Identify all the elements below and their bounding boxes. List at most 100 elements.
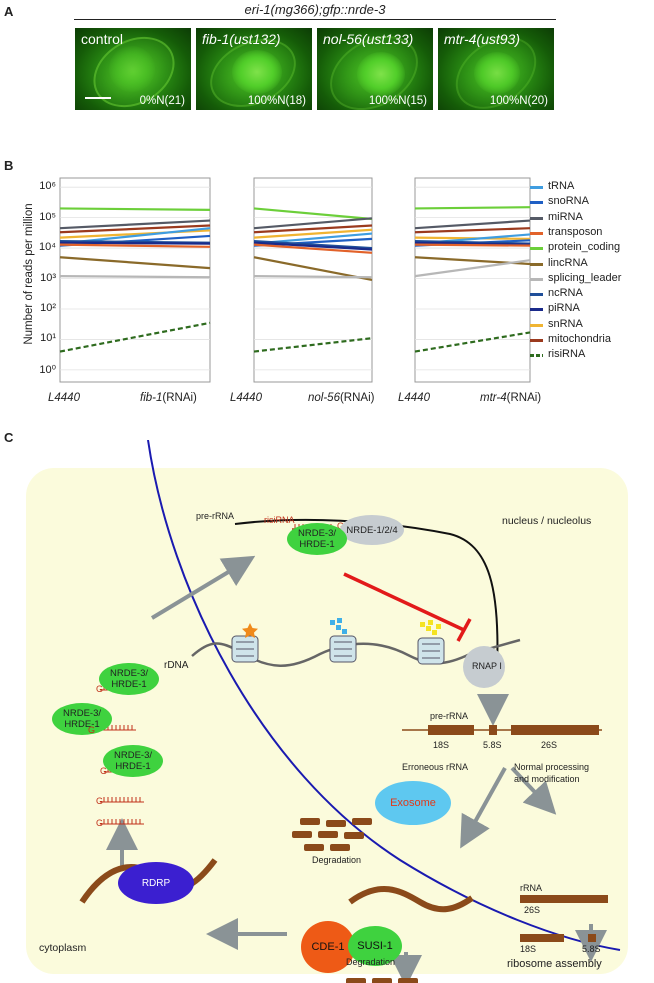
series-line-protein-coding: [59, 207, 211, 211]
micrograph-fib-1: fib-1(ust132) 100%N(18): [196, 28, 312, 110]
star-icon: [242, 623, 258, 638]
micrograph-nol-56: nol-56(ust133) 100%N(15): [317, 28, 433, 110]
mature-18s-label: 18S: [520, 944, 537, 954]
legend-label: risiRNA: [548, 348, 586, 361]
nrde-124-complex: NRDE-1/2/4: [340, 515, 404, 545]
nucleus-label: nucleus / nucleolus: [502, 515, 592, 527]
g-letter: G: [88, 725, 96, 735]
legend-label: mitochondria: [548, 333, 611, 345]
micrograph-control: control 0%N(21): [75, 28, 191, 110]
g-letter: G: [96, 796, 104, 806]
series-line-risirna: [59, 321, 211, 353]
legend-item: lincRNA: [530, 256, 588, 269]
ribosome-assembly-label: ribosome assembly: [507, 958, 602, 970]
mature-26s-label: 26S: [524, 905, 541, 915]
g-letter: G: [96, 818, 104, 828]
exosome-complex: Exosome: [375, 781, 451, 825]
plot-frame: [253, 177, 373, 383]
legend-item: transposon: [530, 225, 603, 238]
legend-item: protein_coding: [530, 241, 620, 253]
micrograph-mtr-4: mtr-4(ust93) 100%N(20): [438, 28, 554, 110]
series-line-splicing-leader: [253, 275, 373, 279]
legend-swatch: [530, 308, 543, 312]
y-tick-label: 10⁵: [39, 210, 56, 223]
series-line-mitochondria: [253, 224, 373, 234]
micrograph-stat: 100%N(18): [247, 95, 306, 107]
micrograph-stat: 0%N(21): [139, 95, 185, 107]
series-line-lincrna: [59, 256, 211, 270]
normal-processing-label-2: and modification: [514, 774, 580, 784]
series-line-transposon: [59, 243, 211, 248]
pre-rrna-bar: [402, 725, 602, 735]
series-line-risirna: [414, 331, 531, 353]
series-line-mirna: [253, 217, 373, 230]
g-letter: G: [96, 684, 104, 694]
legend-label: transposon: [548, 225, 603, 238]
x-label-left: L4440: [48, 392, 80, 404]
legend-label: tRNA: [548, 180, 575, 192]
y-tick-label: 10⁴: [39, 241, 56, 254]
micrograph-label: fib-1(ust132): [202, 31, 281, 47]
series-line-pirna: [59, 241, 211, 245]
legend-item: mitochondria: [530, 333, 611, 345]
erroneous-rrna-label: Erroneous rRNA: [402, 762, 469, 772]
nrde-3-hrde-1-a: NRDE-3/ HRDE-1: [99, 663, 159, 695]
micrograph-stat: 100%N(15): [368, 95, 427, 107]
label-26s: 26S: [541, 740, 558, 750]
legend-swatch: [530, 354, 543, 358]
label-18s: 18S: [433, 740, 450, 750]
legend-label: miRNA: [548, 210, 583, 223]
rrna-label: rRNA: [520, 883, 542, 893]
legend-label: piRNA: [548, 302, 580, 315]
scale-bar: [85, 97, 111, 99]
micrograph-label: mtr-4(ust93): [444, 31, 520, 47]
cde-1-protein: CDE-1: [301, 921, 355, 973]
blue-marks: [330, 618, 347, 634]
legend-swatch: [530, 216, 543, 220]
mature-rrna: [520, 895, 608, 942]
series-line-risirna: [253, 337, 373, 353]
series-line-mirna: [414, 219, 531, 230]
series-line-mitochondria: [59, 224, 211, 234]
pathway-diagram: [79, 440, 621, 983]
panel-letter-a: A: [4, 4, 14, 19]
normal-processing-label: Normal processing: [514, 762, 590, 772]
x-label-right: nol-56(RNAi): [308, 392, 375, 404]
series-line-snrna: [253, 228, 373, 239]
legend-item: risiRNA: [530, 348, 586, 361]
legend-swatch: [530, 339, 543, 342]
label-5-8s: 5.8S: [483, 740, 502, 750]
nuclear-membrane: [147, 440, 621, 951]
nrde-3-hrde-1-top: NRDE-3/ HRDE-1: [287, 523, 347, 555]
line-charts: [59, 177, 531, 383]
legend-label: splicing_leader: [548, 271, 622, 284]
legend-swatch: [530, 201, 543, 205]
series-line-protein-coding: [414, 206, 531, 210]
g-letter: G: [100, 766, 108, 776]
legend-label: snRNA: [548, 317, 583, 330]
erroneous-rrna: [348, 886, 474, 913]
inhibition-arrow: [343, 572, 465, 632]
series-line-transposon: [253, 243, 373, 254]
legend-item: piRNA: [530, 302, 580, 315]
y-tick-label: 10³: [40, 271, 56, 284]
legend-item: ncRNA: [530, 287, 583, 300]
nrde-3-hrde-1-c: NRDE-3/ HRDE-1: [103, 745, 163, 777]
susi-1-protein: SUSI-1: [348, 926, 402, 966]
rnap-i-label: RNAP I: [472, 661, 502, 671]
pre-rrna-top-label: pre-rRNA: [196, 511, 235, 521]
degradation-label-bottom: Degradation: [346, 957, 396, 967]
legend-swatch: [530, 247, 543, 251]
micrograph-stat: 100%N(20): [489, 95, 548, 107]
legend-label: lincRNA: [548, 256, 588, 269]
pre-rrna-strand: [234, 518, 499, 671]
nucleosomes: [231, 635, 445, 665]
legend-item: snoRNA: [530, 195, 589, 207]
y-tick-label: 10¹: [40, 332, 56, 345]
legend-label: ncRNA: [548, 287, 583, 300]
rdna-label: rDNA: [164, 660, 189, 671]
legend-item: miRNA: [530, 210, 583, 223]
series-line-splicing-leader: [59, 275, 211, 279]
legend-item: tRNA: [530, 180, 575, 192]
series-line-transposon: [414, 243, 531, 247]
